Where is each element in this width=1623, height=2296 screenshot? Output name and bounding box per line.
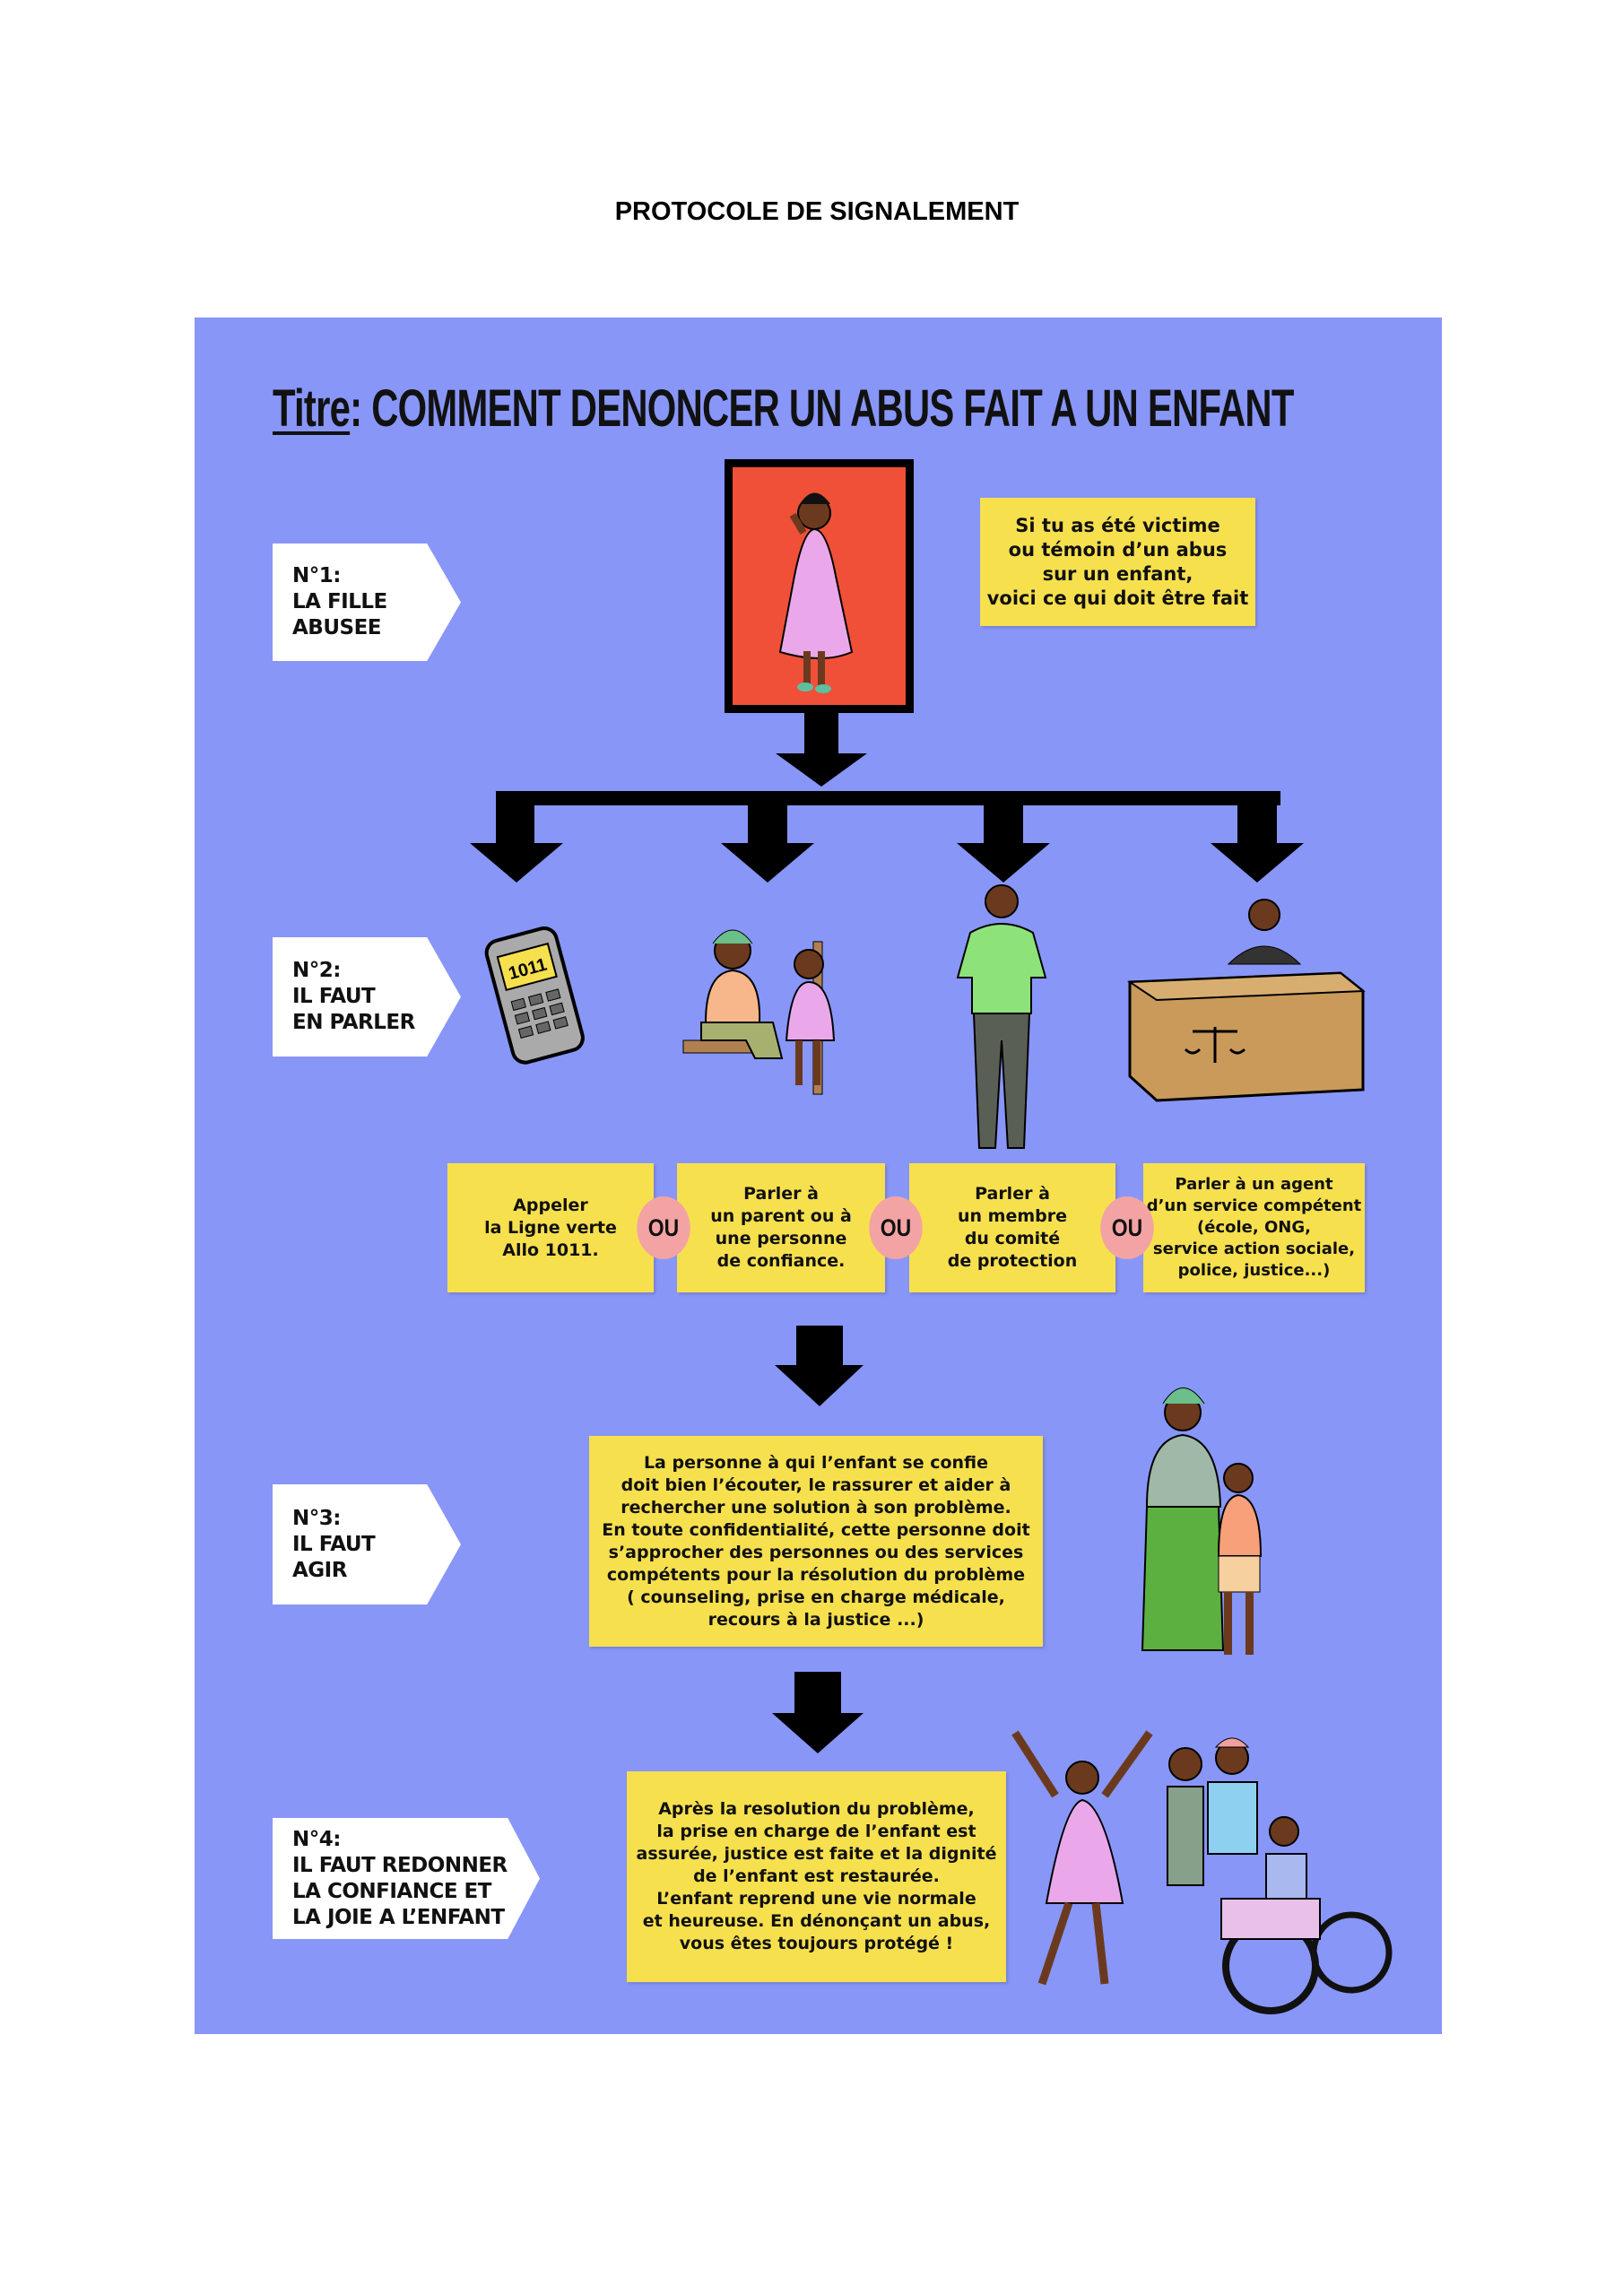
title-colon: : <box>350 379 362 438</box>
act-box: La personne à qui l’enfant se confie doi… <box>589 1436 1043 1647</box>
step-number: N°4: <box>292 1827 341 1851</box>
or-badge: OU <box>637 1196 690 1259</box>
act-text: La personne à qui l’enfant se confie doi… <box>602 1452 1030 1630</box>
connector-bar <box>496 791 1280 805</box>
title-prefix: Titre <box>273 379 351 438</box>
step-text: LA FILLE <box>292 590 387 613</box>
title-text: COMMENT DENONCER UN ABUS FAIT A UN ENFAN… <box>361 379 1294 438</box>
arrow-down-icon <box>775 1326 864 1406</box>
step-text: AGIR <box>292 1558 347 1582</box>
step-number: N°3: <box>292 1506 341 1530</box>
step-number: N°2: <box>292 959 341 982</box>
step-2-label: N°2: IL FAUT EN PARLER <box>273 937 461 1057</box>
step-text: IL FAUT <box>292 985 376 1008</box>
arrow-down-icon <box>772 1672 864 1753</box>
option-text: Parler à un membre du comité de protecti… <box>947 1184 1078 1271</box>
option-text: Parler à un agent d’un service compétent… <box>1146 1175 1362 1280</box>
phone-illustration: 1011 <box>484 926 585 1065</box>
committee-member-illustration <box>956 884 1047 1149</box>
mother-and-child-illustration <box>1141 1387 1263 1655</box>
step-text: IL FAUT REDONNER <box>292 1853 508 1877</box>
step-text: IL FAUT <box>292 1532 376 1556</box>
option-talk-service-agent: Parler à un agent d’un service compétent… <box>1143 1163 1365 1292</box>
final-text: Après la resolution du problème, la pris… <box>636 1799 997 1953</box>
arrow-down-icon <box>1211 791 1304 883</box>
service-agent-desk-illustration <box>1126 899 1366 1102</box>
option-text: Appeler la Ligne verte Allo 1011. <box>484 1195 617 1260</box>
or-badge: OU <box>1100 1196 1154 1259</box>
arrow-down-icon <box>721 805 814 883</box>
final-box: Après la resolution du problème, la pris… <box>627 1771 1006 1982</box>
step-text: ABUSEE <box>292 616 382 639</box>
step-number: N°1: <box>292 564 341 587</box>
sad-girl-illustration <box>778 492 854 693</box>
happy-family-illustration <box>1011 1730 1393 2014</box>
abused-girl-frame <box>725 459 914 713</box>
step-text: EN PARLER <box>292 1011 415 1034</box>
arrow-down-icon <box>470 791 563 883</box>
step-1-label: N°1: LA FILLE ABUSEE <box>273 544 461 661</box>
parent-and-child-illustration <box>682 929 836 1095</box>
intro-box: Si tu as été victime ou témoin d’un abus… <box>980 498 1255 626</box>
poster-title: Titre: COMMENT DENONCER UN ABUS FAIT A U… <box>273 378 1294 439</box>
option-talk-parent: Parler à un parent ou à une personne de … <box>677 1163 885 1292</box>
option-text: Parler à un parent ou à une personne de … <box>710 1184 852 1271</box>
step-3-label: N°3: IL FAUT AGIR <box>273 1484 461 1605</box>
or-badge: OU <box>869 1196 923 1259</box>
step-4-label: N°4: IL FAUT REDONNER LA CONFIANCE ET LA… <box>273 1818 540 1939</box>
arrow-down-icon <box>776 713 867 787</box>
arrow-down-icon <box>957 805 1050 883</box>
step-text: LA CONFIANCE ET <box>292 1879 491 1903</box>
option-call-hotline: Appeler la Ligne verte Allo 1011. <box>447 1163 654 1292</box>
document-title: PROTOCOLE DE SIGNALEMENT <box>614 197 1020 226</box>
step-text: LA JOIE A L’ENFANT <box>292 1905 505 1929</box>
intro-text: Si tu as été victime ou témoin d’un abus… <box>986 514 1249 609</box>
option-talk-committee: Parler à un membre du comité de protecti… <box>909 1163 1115 1292</box>
